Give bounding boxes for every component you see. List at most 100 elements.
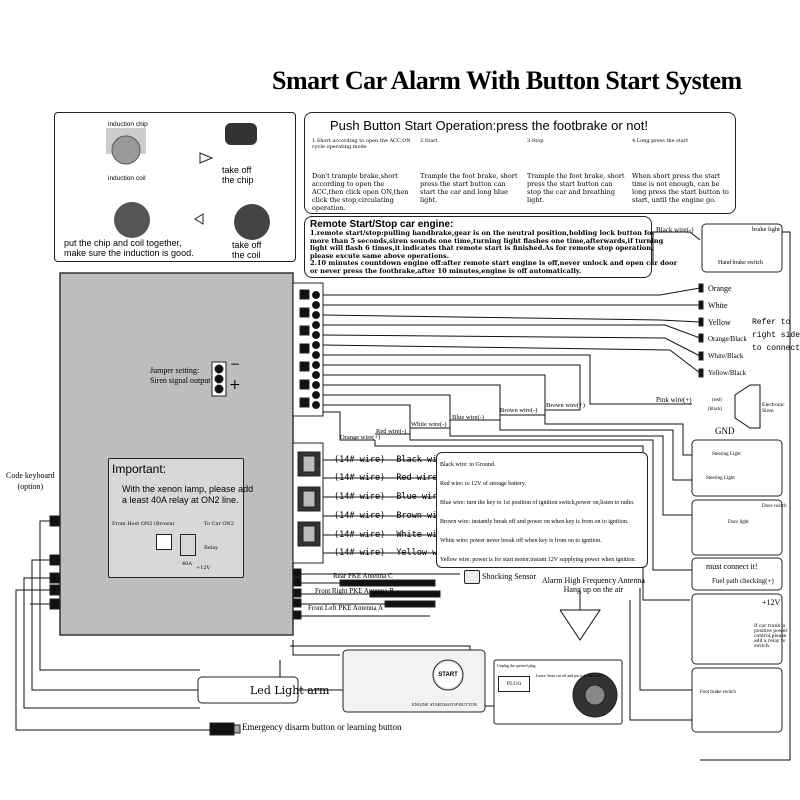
take-off-coil-label: take off the coil [232, 240, 262, 260]
wire-num: (14# wire) [334, 455, 386, 465]
relay-amp-label: 40A [182, 561, 192, 567]
v12-label: +12V [762, 598, 781, 607]
remote-start-line: please excute same above operations. [310, 251, 450, 260]
siren-red-label: (red) [712, 398, 722, 403]
shock-sensor-label: Shocking Sensor [482, 572, 536, 581]
emergency-label: Emergency disarm button or learning butt… [242, 722, 402, 732]
refer-line: to connect [752, 344, 800, 353]
important-box [108, 458, 244, 578]
minus-sign: − [230, 357, 241, 371]
power-desc-line: Brown wire: instantly break off and powe… [440, 519, 629, 525]
remote-start-panel [304, 216, 652, 278]
wire-color: Yellow wire [396, 548, 453, 558]
orange-wire-label: Orange wire(+) [340, 434, 381, 441]
remote-start-line: or never press the footbrake,after 10 mi… [310, 266, 582, 275]
pink-wire-label: Pink wire(+) [656, 396, 692, 404]
wire-color: Brown wire [396, 511, 448, 521]
relay-switch [180, 534, 196, 556]
wire-yellow-black-label: Yellow/Black [708, 369, 747, 377]
wire-white-black-label: White/Black [708, 352, 744, 360]
wire-orange-label: Orange [708, 284, 732, 293]
siren-signal-label: Siren signal output [150, 376, 211, 385]
remote-start-line: 1.remote start/stop:pulling handbrake,ge… [310, 229, 655, 237]
induction-coil-label: induction coil [108, 175, 146, 182]
blue-wire-label: Blue wire(-) [452, 414, 484, 421]
relay-diagram: From Host ON2 (Brown) To Car ON2 Relay 4… [112, 520, 236, 572]
brown-wire-minus-label: Brown wire(-) [500, 407, 538, 414]
important-heading: Important: [112, 462, 167, 476]
remote-start-line: 2.10 minutes countdown engine off:after … [310, 259, 678, 267]
relay-coil [156, 534, 172, 550]
alarm-antenna-label: Alarm High Frequency Antenna Hang up on … [542, 576, 645, 594]
white-wire-label: White wire(-) [411, 421, 447, 428]
page-title: Smart Car Alarm With Button Start System [272, 66, 742, 95]
engine-button-label: ENGINE START&STOP BUTTON [412, 702, 478, 707]
remote-start-line: more than 5 seconds,siren sounds one tim… [310, 236, 664, 245]
fuel-path-label: Fuel path checking(+) [712, 577, 774, 585]
plug-note-2: Leave 5mm cut off and put it in the 2 sw [536, 673, 602, 678]
power-desc-box [436, 452, 648, 568]
wire-num: (14# wire) [334, 511, 386, 521]
siren-black-label: (black) [708, 407, 723, 412]
refer-line: right side [752, 331, 800, 340]
power-desc-line: Blue wire: turn the key to 1st position … [440, 500, 635, 506]
steering-light-1-label: Steering Light [712, 452, 741, 457]
red-wire-label: Red wire(-) [376, 428, 407, 435]
induction-chip-label: induction chip [108, 121, 148, 128]
plus-sign: + [229, 377, 241, 393]
start-label: START [438, 672, 458, 678]
antenna-b-label: Front Right PKE Antenna B [315, 587, 394, 595]
plug-label: PLUG [506, 681, 522, 687]
relay-label: Relay [204, 545, 219, 551]
push-step-3-head: 3.Stop [527, 138, 544, 144]
led-light-label: Led Light arm [250, 684, 330, 697]
wire-num: (14# wire) [334, 473, 386, 483]
relay-v-label: +12V [196, 565, 211, 571]
remote-start-heading: Remote Start/Stop car engine: [310, 219, 454, 230]
power-desc-line: Yellow wire: power is for start motor,in… [440, 557, 636, 563]
put-chip-label: put the chip and coil together, make sur… [64, 238, 194, 258]
take-off-chip-label: take off the chip [222, 165, 254, 185]
power-desc-list: Black wire: to Ground. Red wire: to 12V … [440, 456, 636, 570]
refer-note: Refer to right side to connect [752, 316, 800, 355]
door-switch-label: Door switch [762, 504, 787, 509]
push-step-4-head: 4.Long press the start [632, 138, 689, 144]
important-text: With the xenon lamp, please add a least … [122, 484, 254, 505]
brown-wire-plus-label: Brown wire(+) [546, 402, 585, 409]
push-step-1-text: Don't trample brake,short according to o… [312, 172, 409, 212]
wire-yellow-label: Yellow [708, 318, 731, 327]
antenna-c-label: Rear PKE Antenna C [333, 572, 393, 580]
chip-panel [54, 112, 296, 262]
steering-light-2-label: Steering Light [706, 476, 735, 481]
plug-box: PLUG [498, 676, 530, 692]
wire-white-label: White [708, 301, 728, 310]
start-button[interactable]: START [435, 662, 461, 688]
jumper-setting-label: Jumper setting: [150, 366, 200, 375]
trunk-note: If car trunk is positive power control,p… [754, 624, 788, 649]
push-step-2-head: 2.Start [420, 138, 438, 144]
wire-num: (14# wire) [334, 530, 386, 540]
antenna-a-label: Front Left PKE Antenna A [308, 604, 384, 612]
wire-color: Black wire [396, 455, 448, 465]
refer-line: Refer to [752, 318, 791, 327]
door-light-label: Door light [728, 520, 749, 525]
code-keyboard-label: Code keyboard (option) [6, 471, 55, 491]
remote-start-text: 1.remote start/stop:pulling handbrake,ge… [310, 229, 678, 275]
wire-color: Blue wire [396, 492, 443, 502]
push-step-1-head: 1.Short according to open the ACC,ON cyc… [312, 138, 411, 150]
footbrake-switch-label: Foot brake switch [700, 690, 736, 695]
push-step-3-text: Trample the foot brake, short press the … [527, 172, 625, 204]
push-button-heading: Push Button Start Operation:press the fo… [330, 118, 648, 133]
wire-orange-black-label: Orange/Black [708, 335, 747, 343]
brake-light-label: brake light [752, 226, 780, 233]
handbrake-wire-label: Black wire(-) [656, 226, 694, 234]
wire-num: (14# wire) [334, 492, 386, 502]
power-desc-line: Black wire: to Ground. [440, 462, 496, 468]
wire-num: (14# wire) [334, 548, 386, 558]
plug-note-1: Unplug the spotted plug [497, 663, 536, 668]
must-connect-label: must connect it! [706, 562, 758, 571]
power-desc-line: White wire: power never break off when k… [440, 538, 602, 544]
wire-color: Red wire [396, 473, 438, 483]
remote-start-line: light will flash 6 times,it indicates th… [310, 244, 654, 252]
